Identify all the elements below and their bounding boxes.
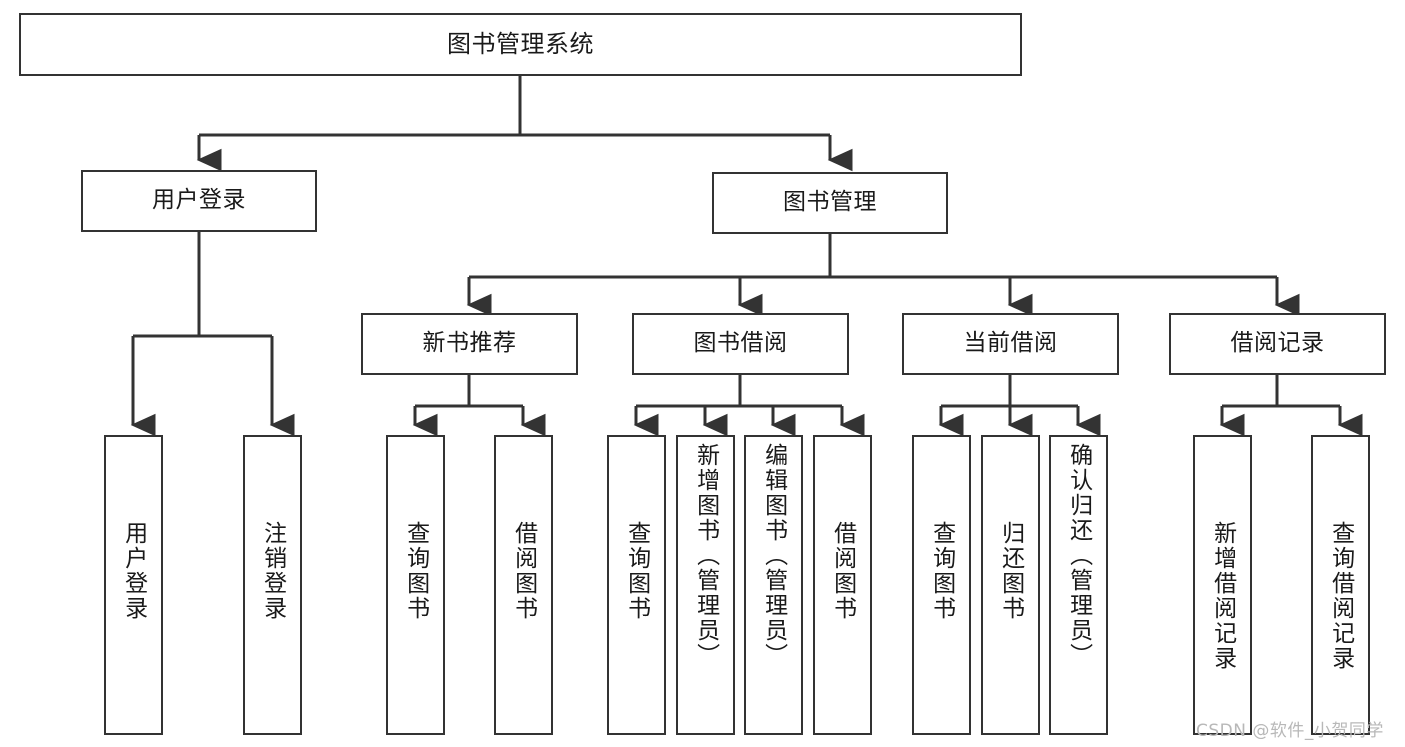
leaf-borrow-book-1-label: 借阅图书 <box>510 521 537 621</box>
leaf-add-borrow-record-label: 新增借阅记录 <box>1209 521 1236 671</box>
leaf-borrow-book-2-label: 借阅图书 <box>829 521 856 621</box>
node-book-borrow-label: 图书借阅 <box>693 330 788 357</box>
node-borrow-record-label: 借阅记录 <box>1230 330 1325 357</box>
leaf-confirm-return-admin[interactable]: 确认归还（管理员） <box>1049 435 1108 735</box>
leaf-return-book-label: 归还图书 <box>997 521 1024 621</box>
node-root-label: 图书管理系统 <box>447 30 594 59</box>
leaf-borrow-book-1[interactable]: 借阅图书 <box>494 435 553 735</box>
leaf-add-borrow-record[interactable]: 新增借阅记录 <box>1193 435 1252 735</box>
node-root[interactable]: 图书管理系统 <box>19 13 1022 76</box>
leaf-confirm-return-admin-label: 确认归还（管理员） <box>1065 443 1092 668</box>
leaf-user-login[interactable]: 用户登录 <box>104 435 163 735</box>
csdn-watermark: CSDN @软件_小贺同学 <box>1196 721 1384 741</box>
node-book-borrow[interactable]: 图书借阅 <box>632 313 849 375</box>
leaf-logout-login[interactable]: 注销登录 <box>243 435 302 735</box>
leaf-add-book-admin[interactable]: 新增图书（管理员） <box>676 435 735 735</box>
leaf-add-book-admin-label: 新增图书（管理员） <box>692 443 719 668</box>
leaf-query-borrow-record-label: 查询借阅记录 <box>1327 521 1354 671</box>
leaf-return-book[interactable]: 归还图书 <box>981 435 1040 735</box>
leaf-user-login-label: 用户登录 <box>120 521 147 621</box>
node-borrow-record[interactable]: 借阅记录 <box>1169 313 1386 375</box>
leaf-query-book-3-label: 查询图书 <box>928 521 955 621</box>
leaf-edit-book-admin-label: 编辑图书（管理员） <box>760 443 787 668</box>
node-user-login-label: 用户登录 <box>152 187 246 214</box>
leaf-query-book-1-label: 查询图书 <box>402 521 429 621</box>
leaf-logout-login-label: 注销登录 <box>259 521 286 621</box>
node-new-book-recommend-label: 新书推荐 <box>422 330 517 357</box>
leaf-borrow-book-2[interactable]: 借阅图书 <box>813 435 872 735</box>
node-current-borrow[interactable]: 当前借阅 <box>902 313 1119 375</box>
node-book-manage[interactable]: 图书管理 <box>712 172 948 234</box>
node-current-borrow-label: 当前借阅 <box>963 330 1058 357</box>
leaf-query-borrow-record[interactable]: 查询借阅记录 <box>1311 435 1370 735</box>
leaf-query-book-2-label: 查询图书 <box>623 521 650 621</box>
leaf-query-book-2[interactable]: 查询图书 <box>607 435 666 735</box>
node-new-book-recommend[interactable]: 新书推荐 <box>361 313 578 375</box>
node-book-manage-label: 图书管理 <box>783 189 877 216</box>
leaf-edit-book-admin[interactable]: 编辑图书（管理员） <box>744 435 803 735</box>
leaf-query-book-3[interactable]: 查询图书 <box>912 435 971 735</box>
node-user-login[interactable]: 用户登录 <box>81 170 317 232</box>
leaf-query-book-1[interactable]: 查询图书 <box>386 435 445 735</box>
